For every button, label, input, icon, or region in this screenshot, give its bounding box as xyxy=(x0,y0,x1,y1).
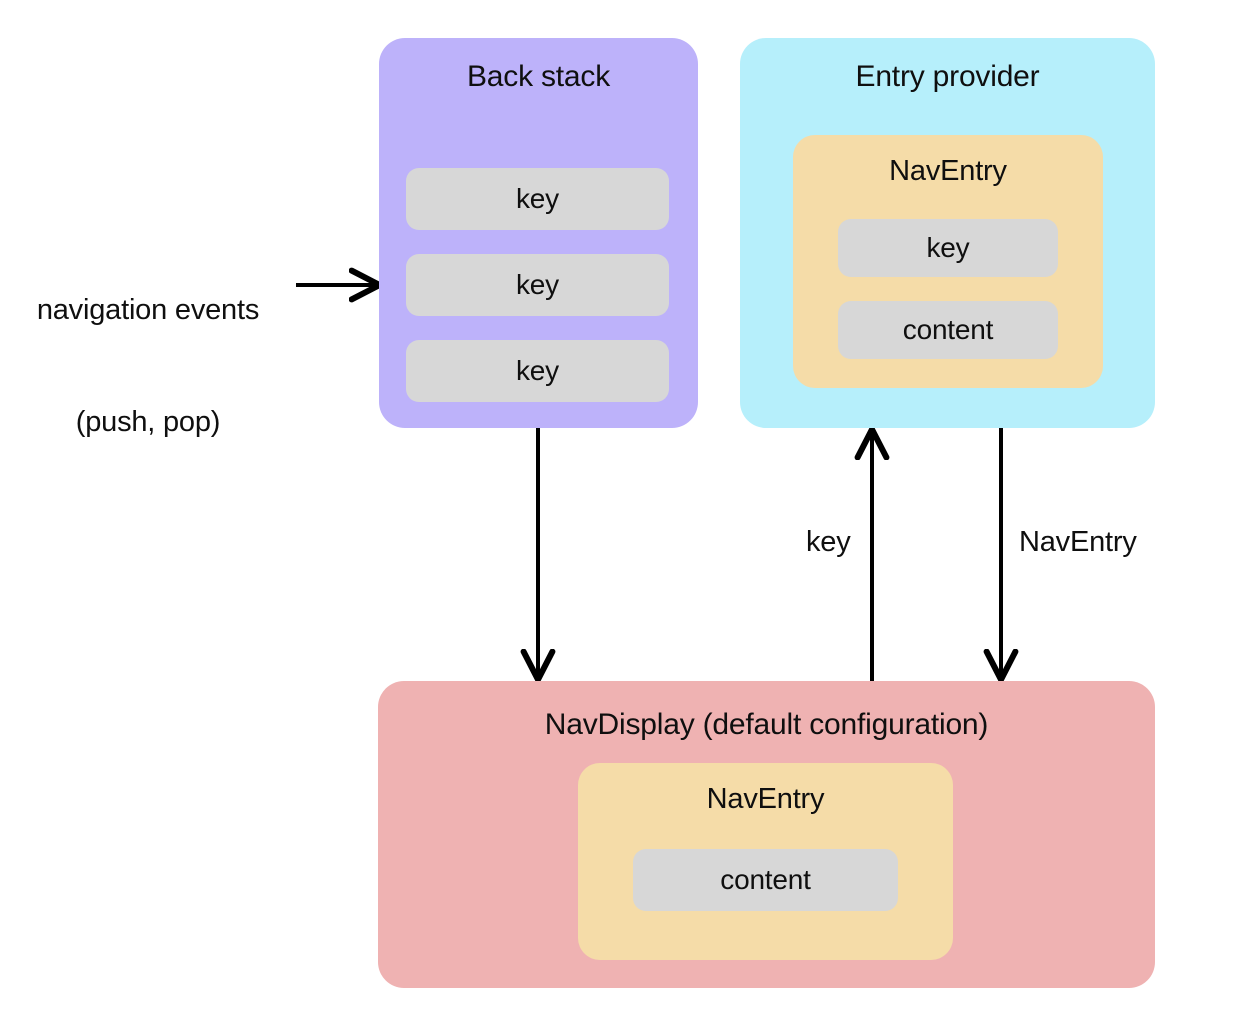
nav-display-nav-entry-box: NavEntry content xyxy=(578,763,953,960)
nav-display-nav-entry-content: content xyxy=(633,849,898,911)
entry-provider-title: Entry provider xyxy=(855,60,1040,93)
back-stack-box: Back stack key key key xyxy=(379,38,698,428)
edge-label-naventry: NavEntry xyxy=(1019,526,1137,558)
entry-provider-nav-entry-title: NavEntry xyxy=(889,155,1007,187)
back-stack-title: Back stack xyxy=(466,60,611,93)
nav-display-title: NavDisplay (default configuration) xyxy=(544,708,989,741)
nav-display-nav-entry-title: NavEntry xyxy=(706,783,825,815)
back-stack-key-item: key xyxy=(406,254,669,316)
nav-display-box: NavDisplay (default configuration) NavEn… xyxy=(378,681,1155,988)
navigation-events-line-1: navigation events xyxy=(36,294,260,327)
entry-provider-nav-entry-content: content xyxy=(838,301,1058,359)
entry-provider-nav-entry-key: key xyxy=(838,219,1058,277)
navigation-events-line-2: (push, pop) xyxy=(75,405,221,438)
back-stack-key-item: key xyxy=(406,168,669,230)
navigation-events-label: navigation events (push, pop) xyxy=(12,218,284,515)
entry-provider-box: Entry provider NavEntry key content xyxy=(740,38,1155,428)
entry-provider-nav-entry-box: NavEntry key content xyxy=(793,135,1103,388)
back-stack-key-item: key xyxy=(406,340,669,402)
edge-label-key: key xyxy=(806,526,851,558)
